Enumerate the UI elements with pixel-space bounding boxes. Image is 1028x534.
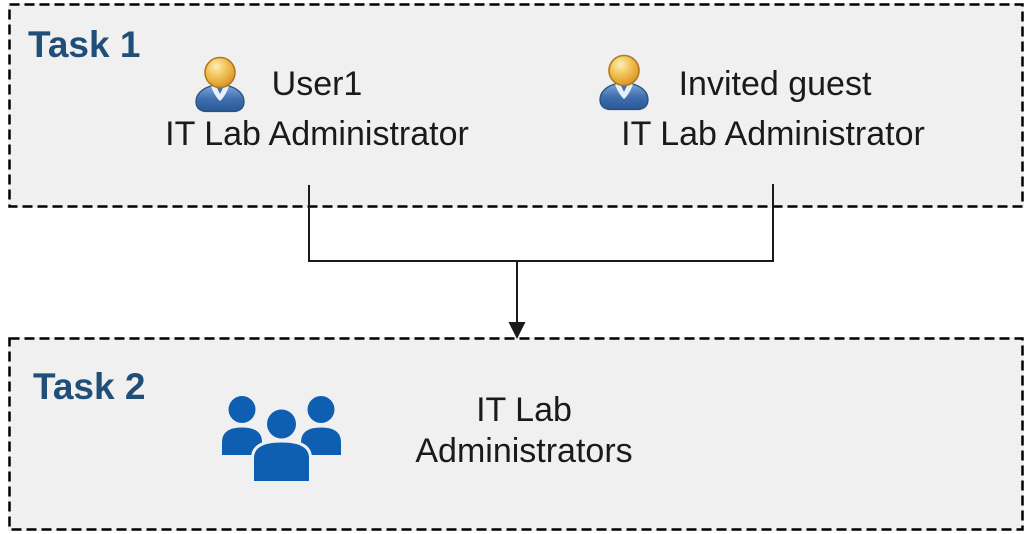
users-group-icon	[216, 392, 347, 481]
task1-label: Task 1	[28, 24, 141, 65]
persona2-role: IT Lab Administrator	[621, 115, 925, 153]
group-name-line2: Administrators	[415, 432, 633, 470]
persona2-name: Invited guest	[678, 65, 872, 103]
persona1-name: User1	[271, 65, 363, 103]
persona1-role: IT Lab Administrator	[165, 115, 469, 153]
task1-box	[8, 3, 1024, 208]
user-icon	[188, 55, 252, 113]
group-name-line1: IT Lab	[476, 391, 572, 429]
task2-label: Task 2	[33, 366, 146, 407]
group-name: IT Lab Administrators	[404, 390, 644, 472]
user-icon	[592, 53, 656, 111]
